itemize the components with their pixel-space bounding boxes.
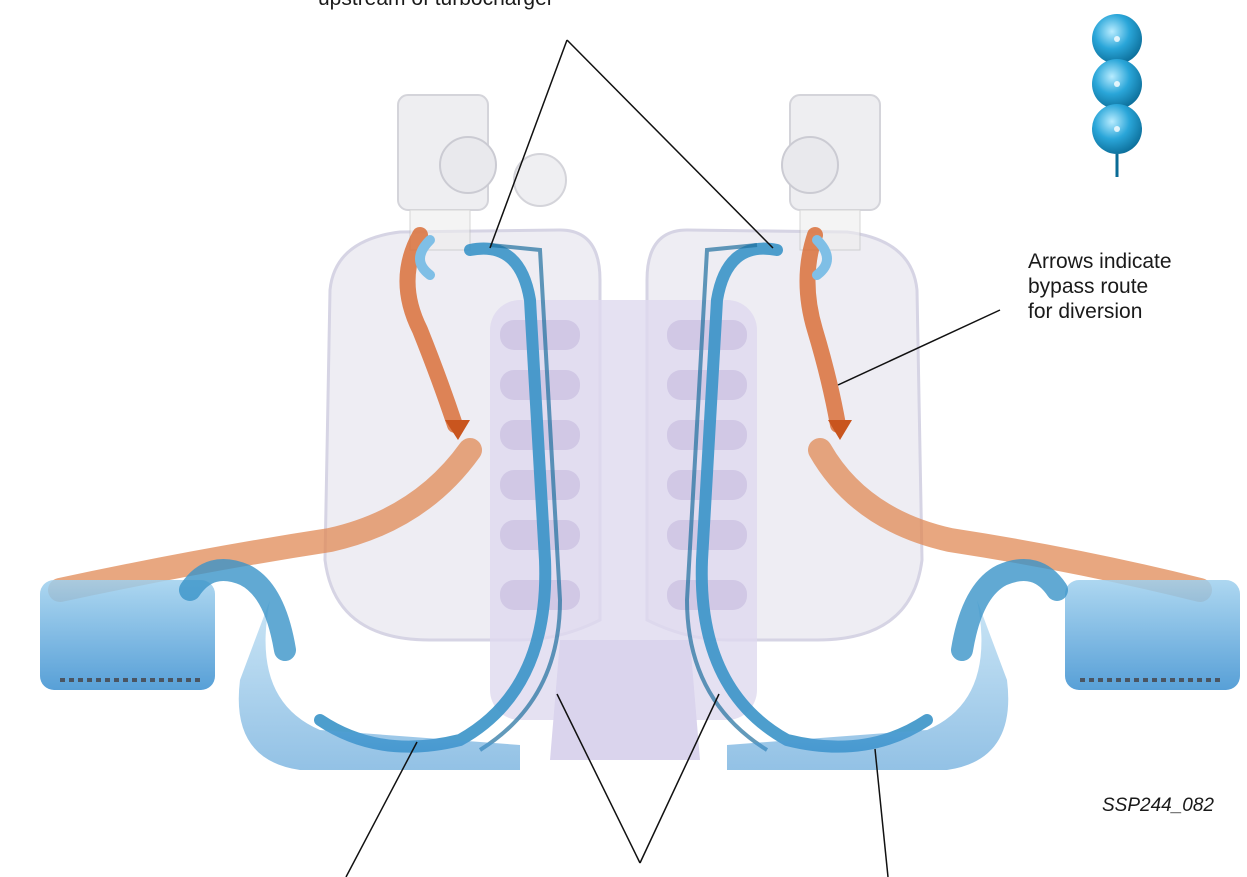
coolant-bubble-stack-icon bbox=[1092, 14, 1142, 177]
callout-upstream-of-turbocharger: upstream of turbocharger bbox=[318, 0, 554, 11]
leader-line-top-right bbox=[567, 40, 773, 248]
turbocharger-left bbox=[398, 95, 566, 250]
callout-bypass-line-1: Arrows indicate bbox=[1028, 249, 1172, 274]
callout-bypass-route: Arrows indicate bypass route for diversi… bbox=[1028, 249, 1172, 324]
leader-line-top-left bbox=[490, 40, 567, 248]
figure-id: SSP244_082 bbox=[1102, 795, 1214, 817]
turbocharger-right bbox=[782, 95, 880, 250]
callout-bypass-line-3: for diversion bbox=[1028, 299, 1172, 324]
callout-bypass-line-2: bypass route bbox=[1028, 274, 1172, 299]
